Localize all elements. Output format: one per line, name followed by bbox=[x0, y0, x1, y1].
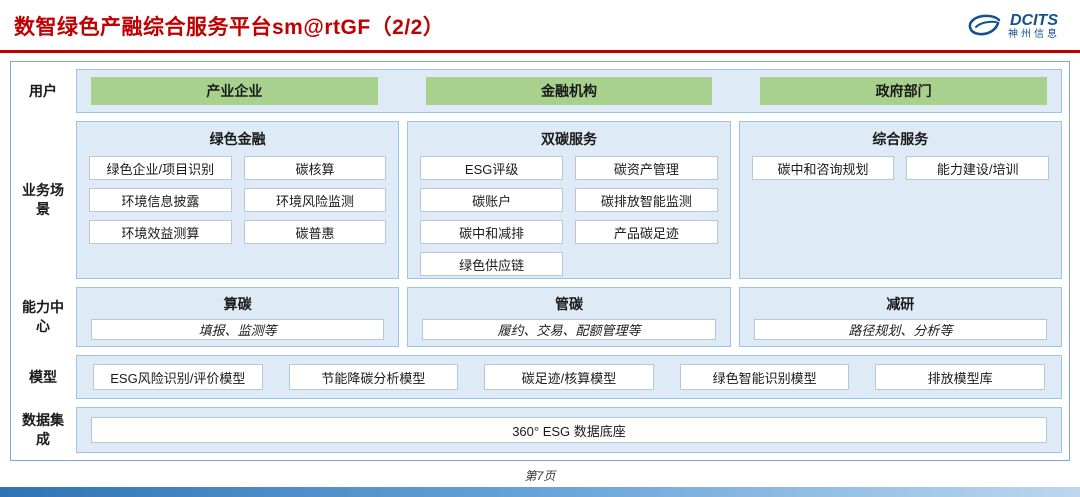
scenario-item: ESG评级 bbox=[420, 156, 563, 180]
slide-header: 数智绿色产融综合服务平台sm@rtGF（2/2） DCITS 神州信息 bbox=[0, 0, 1080, 50]
model-item: 碳足迹/核算模型 bbox=[484, 364, 654, 390]
scenario-item: 碳资产管理 bbox=[574, 156, 718, 180]
scenario-item: 碳中和减排 bbox=[420, 220, 563, 244]
model-item: 绿色智能识别模型 bbox=[679, 364, 850, 390]
capability-desc: 路径规划、分析等 bbox=[753, 319, 1047, 340]
capability-desc: 填报、监测等 bbox=[91, 319, 385, 340]
scenario-column-comprehensive: 综合服务 碳中和咨询规划 能力建设/培训 bbox=[738, 121, 1062, 279]
scenario-item: 碳普惠 bbox=[243, 220, 387, 244]
models-panel: ESG风险识别/评价模型 节能降碳分析模型 碳足迹/核算模型 绿色智能识别模型 … bbox=[76, 355, 1062, 399]
scenario-column-green-finance: 绿色金融 绿色企业/项目识别 碳核算 环境信息披露 环境风险监测 环境效益测算 … bbox=[76, 121, 400, 279]
scenario-column-dual-carbon: 双碳服务 ESG评级 碳资产管理 碳账户 碳排放智能监测 碳中和减排 产品碳足迹… bbox=[407, 121, 731, 279]
bottom-accent-bar bbox=[0, 487, 1080, 497]
model-item: ESG风险识别/评价模型 bbox=[93, 364, 263, 390]
row-scenarios: 业务场景 绿色金融 绿色企业/项目识别 碳核算 环境信息披露 环境风险监测 环境… bbox=[18, 121, 1062, 279]
row-label-users: 用户 bbox=[29, 82, 57, 99]
dcits-logo: DCITS 神州信息 bbox=[966, 12, 1060, 41]
dcits-logo-text: DCITS 神州信息 bbox=[1008, 12, 1060, 41]
scenario-item: 能力建设/培训 bbox=[906, 156, 1049, 180]
row-capabilities: 能力中心 算碳 填报、监测等 管碳 履约、交易、配额管理等 减研 路径规划、分析… bbox=[18, 287, 1062, 347]
capability-boxes: 算碳 填报、监测等 管碳 履约、交易、配额管理等 减研 路径规划、分析等 bbox=[76, 287, 1062, 347]
row-models: 模型 ESG风险识别/评价模型 节能降碳分析模型 碳足迹/核算模型 绿色智能识别… bbox=[18, 355, 1062, 399]
capability-desc: 履约、交易、配额管理等 bbox=[422, 319, 716, 340]
capability-title: 减研 bbox=[886, 296, 915, 312]
row-data-integration: 数据集成 360° ESG 数据底座 bbox=[18, 407, 1062, 453]
user-box: 产业企业 bbox=[91, 77, 378, 105]
page-title: 数智绿色产融综合服务平台sm@rtGF（2/2） bbox=[14, 16, 445, 39]
capability-box: 减研 路径规划、分析等 bbox=[738, 287, 1062, 347]
capability-box: 管碳 履约、交易、配额管理等 bbox=[407, 287, 731, 347]
scenario-item: 环境信息披露 bbox=[89, 188, 232, 212]
scenario-item: 绿色企业/项目识别 bbox=[89, 156, 232, 180]
row-label-data-integration: 数据集成 bbox=[22, 412, 64, 447]
data-panel: 360° ESG 数据底座 bbox=[76, 407, 1062, 453]
scenario-item: 碳排放智能监测 bbox=[574, 188, 718, 212]
capability-title: 管碳 bbox=[554, 296, 583, 312]
user-box: 政府部门 bbox=[760, 77, 1048, 105]
scenario-column-title: 绿色金融 bbox=[209, 131, 266, 147]
row-label-scenarios: 业务场景 bbox=[22, 182, 64, 217]
row-label-capabilities: 能力中心 bbox=[22, 299, 64, 334]
title-underline bbox=[0, 50, 1080, 53]
dcits-logo-subtitle: 神州信息 bbox=[1008, 29, 1060, 41]
row-users: 用户 产业企业 金融机构 政府部门 bbox=[18, 69, 1062, 113]
model-item: 节能降碳分析模型 bbox=[288, 364, 459, 390]
architecture-frame: 用户 产业企业 金融机构 政府部门 业务场景 绿色金融 绿色企业/项目识别 碳核… bbox=[10, 61, 1070, 461]
scenario-item: 碳核算 bbox=[243, 156, 387, 180]
scenario-grid: 碳中和咨询规划 能力建设/培训 bbox=[740, 154, 1061, 190]
scenario-item: 碳中和咨询规划 bbox=[751, 156, 895, 180]
capability-title: 算碳 bbox=[223, 296, 252, 312]
users-panel: 产业企业 金融机构 政府部门 bbox=[76, 69, 1062, 113]
page-number: 第7页 bbox=[524, 469, 556, 483]
model-item: 排放模型库 bbox=[875, 364, 1045, 390]
user-box: 金融机构 bbox=[425, 77, 713, 105]
scenario-item: 产品碳足迹 bbox=[574, 220, 718, 244]
dcits-swoosh-icon bbox=[968, 14, 1001, 36]
data-base-box: 360° ESG 数据底座 bbox=[91, 417, 1047, 443]
scenario-item: 环境效益测算 bbox=[89, 220, 232, 244]
scenario-columns: 绿色金融 绿色企业/项目识别 碳核算 环境信息披露 环境风险监测 环境效益测算 … bbox=[76, 121, 1062, 279]
scenario-grid: ESG评级 碳资产管理 碳账户 碳排放智能监测 碳中和减排 产品碳足迹 绿色供应… bbox=[408, 154, 729, 286]
capability-box: 算碳 填报、监测等 bbox=[76, 287, 400, 347]
row-label-models: 模型 bbox=[29, 368, 57, 385]
scenario-column-title: 综合服务 bbox=[872, 131, 929, 147]
dcits-logo-name: DCITS bbox=[1010, 11, 1058, 29]
scenario-item: 环境风险监测 bbox=[243, 188, 387, 212]
scenario-item: 绿色供应链 bbox=[420, 252, 563, 276]
scenario-item: 碳账户 bbox=[420, 188, 563, 212]
scenario-grid: 绿色企业/项目识别 碳核算 环境信息披露 环境风险监测 环境效益测算 碳普惠 bbox=[77, 154, 398, 254]
scenario-column-title: 双碳服务 bbox=[540, 131, 597, 147]
